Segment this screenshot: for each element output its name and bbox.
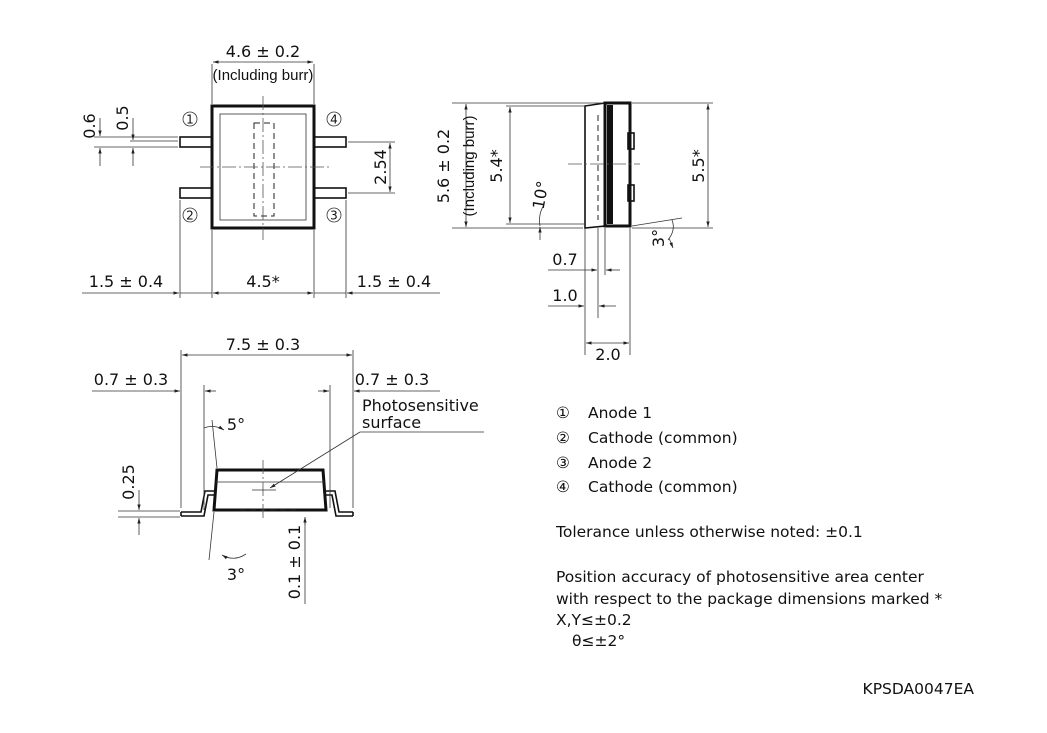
pitch-dim: 2.54 (371, 149, 390, 185)
body-dim: 4.5* (246, 272, 279, 291)
front-right-lead (326, 494, 353, 517)
svg-text:3: 3 (330, 209, 338, 223)
pin-legend: ① Anode 1 ② Cathode (common) ③ Anode 2 ④… (556, 404, 738, 496)
lead-2 (179, 187, 213, 199)
notes: Tolerance unless otherwise noted: ±0.1 P… (555, 523, 943, 650)
top-width-dim: 4.6 ± 0.2 (226, 42, 300, 61)
side-inner-dim: 5.4* (487, 149, 506, 182)
position-note-3: X,Y≤±0.2 (556, 611, 632, 629)
position-note-2: with respect to the package dimensions m… (556, 590, 943, 608)
svg-text:2: 2 (186, 209, 194, 223)
legend-text-3: Anode 2 (588, 454, 652, 472)
front-lead-thk: 0.25 (119, 464, 138, 500)
pin-1-marker: 1 (182, 111, 198, 127)
front-view-body (212, 468, 328, 512)
legend-text-1: Anode 1 (588, 404, 652, 422)
side-view: 5.6 ± 0.2 (Including burr) 5.4* 10° 5.5*… (434, 101, 713, 364)
front-overall-dim: 7.5 ± 0.3 (226, 335, 300, 354)
pin-4-marker: 4 (326, 111, 342, 127)
tolerance-note: Tolerance unless otherwise noted: ±0.1 (555, 523, 863, 541)
side-view-body (603, 101, 632, 228)
front-right-dim: 0.7 ± 0.3 (355, 370, 429, 389)
left-lead-dim: 1.5 ± 0.4 (89, 272, 163, 291)
front-standoff-dim: 0.1 ± 0.1 (285, 525, 304, 599)
lead-3 (313, 187, 347, 199)
side-right-dim: 5.5* (689, 149, 708, 182)
side-height-note: (Including burr) (461, 116, 478, 217)
side-angle-right: 3° (649, 229, 668, 247)
side-view-window (584, 102, 606, 229)
photosensitive-label-1: Photosensitive (362, 396, 479, 415)
svg-text:1: 1 (186, 113, 194, 127)
position-note-1: Position accuracy of photosensitive area… (556, 568, 925, 586)
top-width-note: (Including burr) (213, 67, 314, 84)
right-lead-dim: 1.5 ± 0.4 (357, 272, 431, 291)
svg-text:4: 4 (330, 113, 338, 127)
legend-num-4: ④ (556, 478, 570, 496)
side-dim-20: 2.0 (595, 345, 620, 364)
top-view-active-area (253, 122, 275, 217)
front-left-dim: 0.7 ± 0.3 (94, 370, 168, 389)
front-left-lead (181, 494, 214, 517)
legend-text-2: Cathode (common) (588, 429, 738, 447)
legend-num-2: ② (556, 429, 570, 447)
side-dim-10: 1.0 (552, 286, 577, 305)
drawing-code: KPSDA0047EA (863, 680, 975, 698)
front-angle-bottom: 3° (227, 565, 245, 584)
front-view: 7.5 ± 0.3 0.7 ± 0.3 0.7 ± 0.3 Photosensi… (92, 335, 484, 604)
lead-4 (313, 136, 347, 148)
lead-1 (179, 136, 213, 148)
lead-dim-a: 0.6 (80, 113, 99, 138)
pin-3-marker: 3 (326, 207, 342, 223)
legend-num-1: ① (556, 404, 570, 422)
side-dim-07: 0.7 (552, 250, 577, 269)
pin-2-marker: 2 (182, 207, 198, 223)
lead-dim-b: 0.5 (113, 105, 132, 130)
side-angle-left: 10° (529, 179, 553, 210)
front-angle-top: 5° (227, 415, 245, 434)
top-view: 1 2 3 4 4.6 ± 0.2 (Including burr) 0.6 0… (80, 42, 440, 298)
side-height-dim: 5.6 ± 0.2 (434, 129, 453, 203)
photosensitive-label-2: surface (362, 413, 421, 432)
position-note-4: θ≤±2° (572, 632, 625, 650)
legend-num-3: ③ (556, 454, 570, 472)
legend-text-4: Cathode (common) (588, 478, 738, 496)
